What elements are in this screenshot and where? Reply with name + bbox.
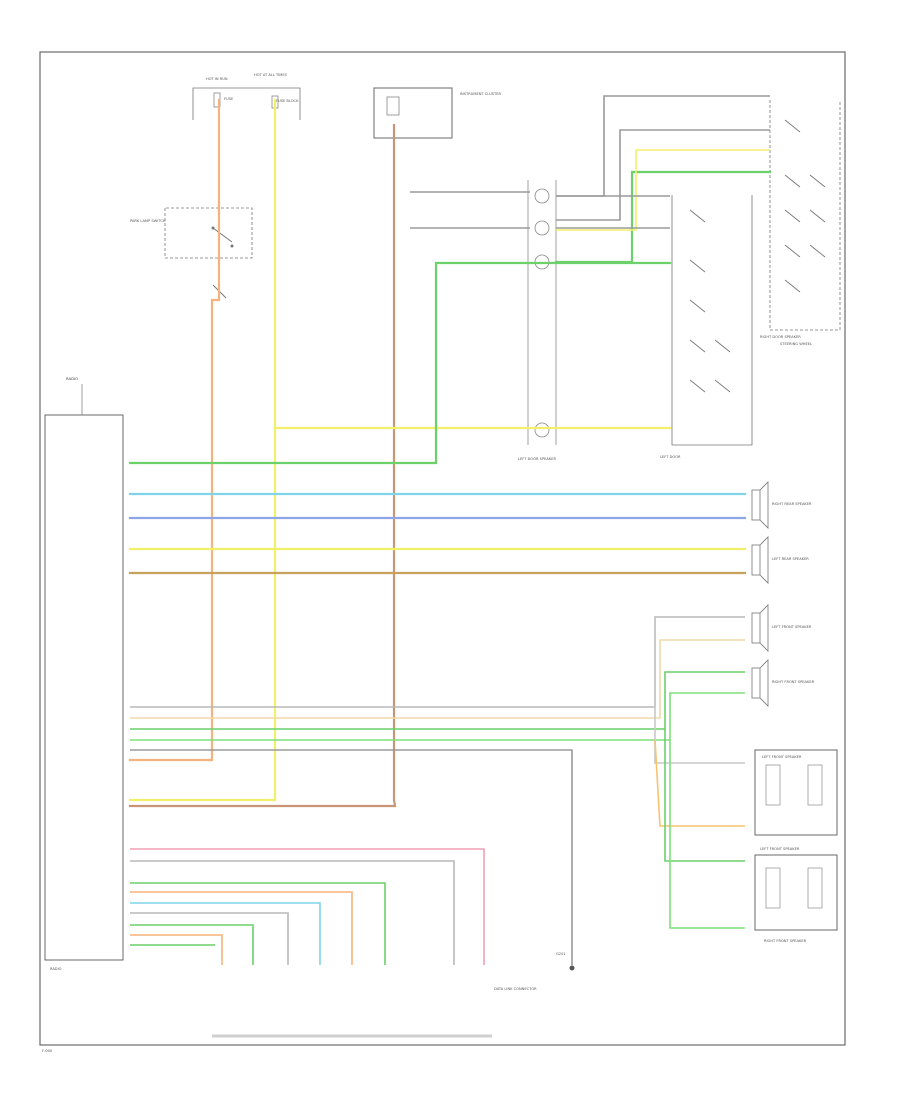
wire-gray-lfd [654,617,745,764]
footer-code: F-000 [42,1049,53,1053]
wire-orange-low2 [130,934,223,965]
wire-pink [130,848,485,965]
rr-speaker: RIGHT REAR SPEAKER [751,481,812,529]
wire-green-low2 [130,924,254,965]
lr-speaker: LEFT REAR SPEAKER [751,536,809,584]
wire-green-steer [554,170,772,264]
wire-gray-lf [130,616,745,708]
rf-dual-speaker: LEFT FRONT SPEAKER RIGHT FRONT SPEAKER [754,847,838,943]
wire-cyan-low [130,902,321,965]
left-door-speaker-label: LEFT DOOR SPEAKER [518,457,556,461]
rf-dual-label: RIGHT FRONT SPEAKER [764,939,807,943]
wire-gray-low [130,860,455,965]
wire-orange-lfd [654,739,745,827]
cluster-label: INSTRUMENT CLUSTER [460,92,501,96]
power-label: HOT IN RUN [206,77,228,81]
wire-tan-lf [130,639,745,719]
radio-footer: RADIO [50,967,62,971]
instrument-cluster: INSTRUMENT CLUSTER [373,87,501,139]
lf-dual-label: LEFT FRONT SPEAKER [762,755,802,759]
rf-dual-top-label: LEFT FRONT SPEAKER [760,847,800,851]
fuse-block-label: FUSE BLOCK [276,99,299,103]
radio-unit: RADIO RADIO [44,376,124,971]
wire-green-low1 [130,882,386,965]
wire-gray-ground [130,749,573,965]
wire-orange-main [128,98,221,762]
lf-speaker: LEFT FRONT SPEAKER [751,604,812,652]
wire-brown-main [128,123,397,808]
wire-ltgrn-rf [130,692,745,741]
wire-dkgrn-rf [130,671,745,730]
lf-dual-speaker: LEFT FRONT SPEAKER [754,749,838,836]
rf-speaker-label: RIGHT FRONT SPEAKER [772,680,815,684]
wire-orange-low [130,891,353,965]
left-door-label: LEFT DOOR [660,455,681,459]
lr-speaker-label: LEFT REAR SPEAKER [772,557,809,561]
fuse-label: FUSE [224,97,234,101]
wire-gray-low2 [130,912,289,965]
steering-wheel-controls: STEERING WHEEL [769,100,841,346]
left-door-module: LEFT DOOR [660,195,753,459]
rf-speaker: RIGHT FRONT SPEAKER [751,659,815,707]
power2-label: HOT AT ALL TIMES [254,73,288,77]
park-lamp-label: PARK LAMP SWITCH [130,219,166,223]
wire-gray-steer2 [556,129,770,221]
inline-connector [527,180,557,445]
power-source-group: HOT IN RUN HOT AT ALL TIMES FUSE FUSE BL… [192,73,301,120]
right-door-speaker-label: RIGHT DOOR SPEAKER [760,335,801,339]
park-lamp-switch: PARK LAMP SWITCH [130,207,253,299]
rr-speaker-label: RIGHT REAR SPEAKER [772,502,812,506]
wire-yellow-steer [556,149,770,231]
wire-ltgrn-rfd [669,740,745,929]
wire-gray-steer1 [556,95,770,197]
ground-symbol: G201 [556,952,575,971]
diagram-frame [39,51,846,1046]
connector-label: DATA LINK CONNECTOR [494,987,537,991]
wire-green-rfd [664,729,745,862]
ground-label: G201 [556,952,566,956]
steering-label: STEERING WHEEL [780,342,812,346]
radio-header: RADIO [66,376,78,381]
wire-yellow-main [128,98,277,802]
lf-speaker-label: LEFT FRONT SPEAKER [772,625,812,629]
